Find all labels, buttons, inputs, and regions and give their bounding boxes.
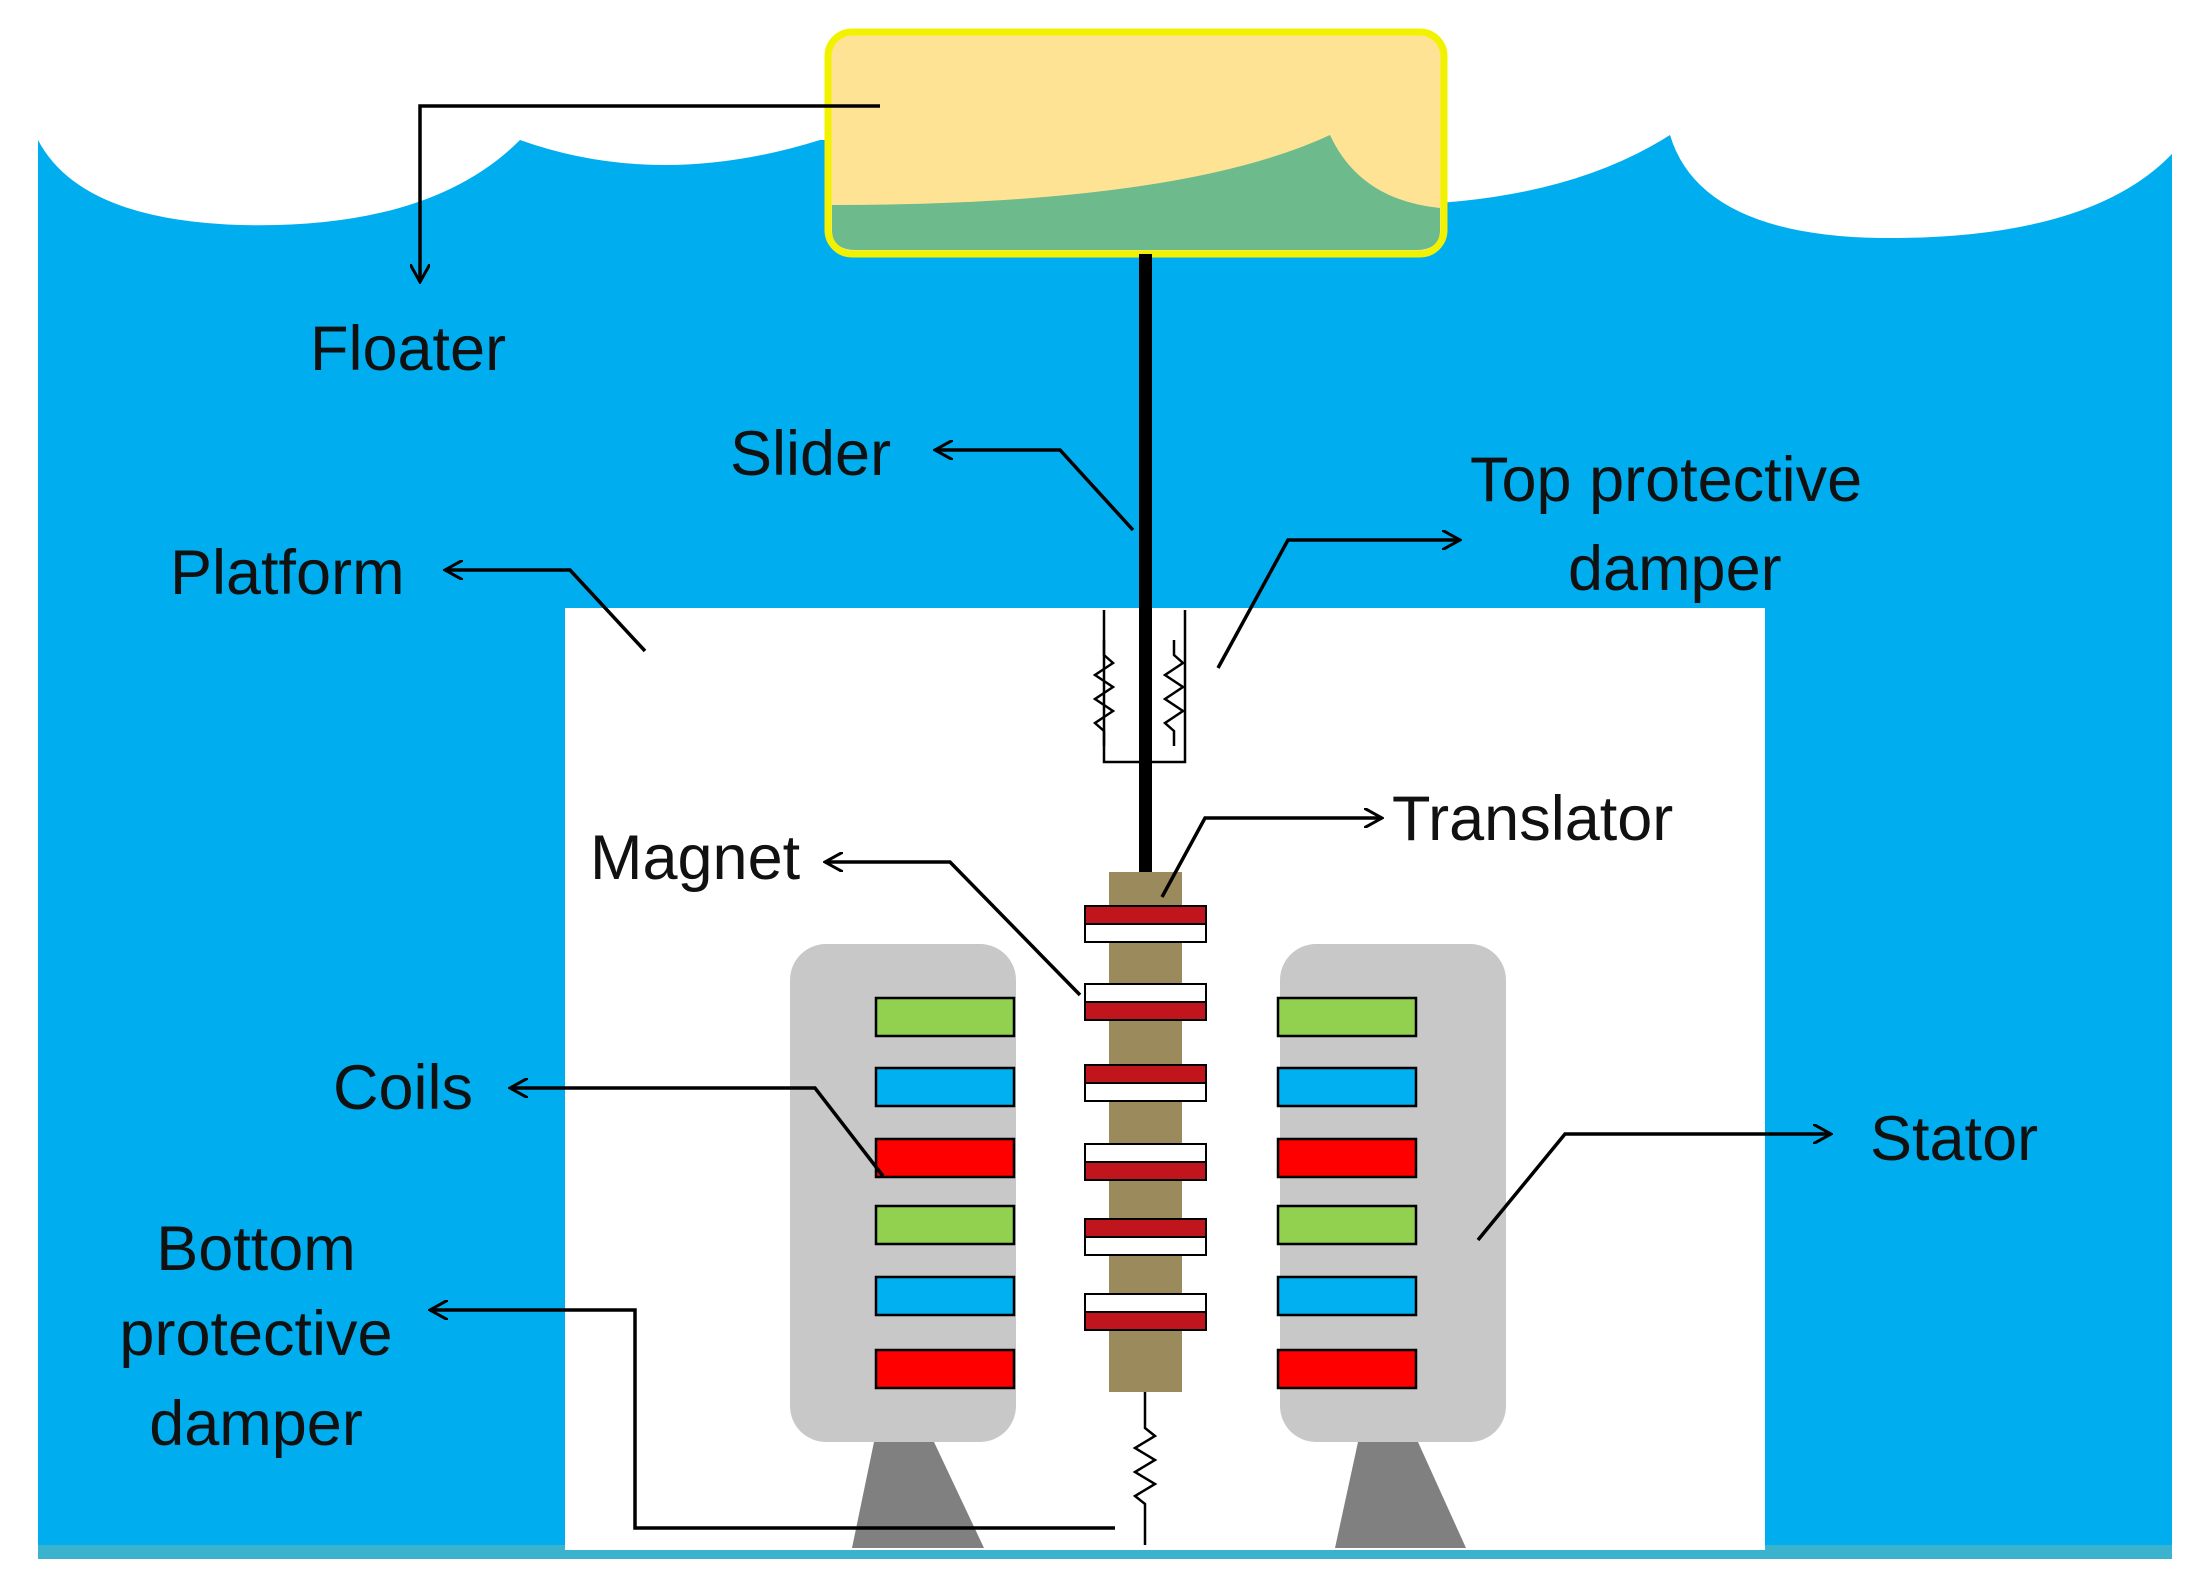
- label-magnet: Magnet: [590, 823, 801, 893]
- coil: [874, 1348, 1016, 1390]
- floater-leader: [420, 104, 880, 282]
- coil: [1276, 1066, 1418, 1108]
- magnet: [1084, 1064, 1207, 1102]
- coil: [874, 1204, 1016, 1246]
- stator-base-left: [852, 1442, 984, 1548]
- stator-leader: [1476, 1134, 1831, 1242]
- translator-leader: [1160, 818, 1382, 898]
- bottom-damper-leader: [430, 1310, 1115, 1530]
- stator-base-right: [1335, 1442, 1466, 1548]
- coils-leader: [510, 1088, 885, 1178]
- label-stator: Stator: [1870, 1104, 2038, 1174]
- label-top-damper-line2: damper: [1568, 534, 1782, 604]
- coil: [874, 1137, 1016, 1179]
- coil: [1276, 1275, 1418, 1317]
- magnet-leader: [825, 862, 1082, 997]
- label-bottom-damper-line1: Bottom: [156, 1214, 356, 1284]
- label-top-damper-line1: Top protective: [1470, 445, 1862, 515]
- magnet: [1084, 1293, 1207, 1331]
- slider-rod: [1139, 254, 1152, 878]
- floater: [824, 28, 1448, 258]
- label-coils: Coils: [333, 1053, 473, 1123]
- label-bottom-damper-line3: damper: [149, 1389, 363, 1459]
- magnet: [1084, 1218, 1207, 1256]
- label-floater: Floater: [310, 314, 506, 384]
- coil: [874, 1066, 1016, 1108]
- coil: [1276, 1348, 1418, 1390]
- coils-left: [874, 996, 1016, 1390]
- leader-lines: [420, 104, 1831, 1530]
- magnets: [1084, 905, 1207, 1331]
- coil: [1276, 1204, 1418, 1246]
- coil: [874, 996, 1016, 1038]
- coil: [874, 1275, 1016, 1317]
- floater-water: [832, 135, 1440, 250]
- label-translator: Translator: [1392, 784, 1673, 854]
- label-platform: Platform: [170, 538, 405, 608]
- top-damper-leader: [1216, 540, 1460, 669]
- platform-leader: [445, 570, 647, 653]
- magnet: [1084, 1143, 1207, 1181]
- slider-leader: [935, 450, 1135, 532]
- magnet: [1084, 983, 1207, 1021]
- coil: [1276, 996, 1418, 1038]
- top-protective-damper: [1092, 610, 1187, 764]
- label-bottom-damper-line2: protective: [119, 1299, 392, 1369]
- bottom-protective-damper: [1132, 1392, 1158, 1545]
- magnet: [1084, 905, 1207, 943]
- label-slider: Slider: [730, 419, 891, 489]
- coils-right: [1276, 996, 1418, 1390]
- coil: [1276, 1137, 1418, 1179]
